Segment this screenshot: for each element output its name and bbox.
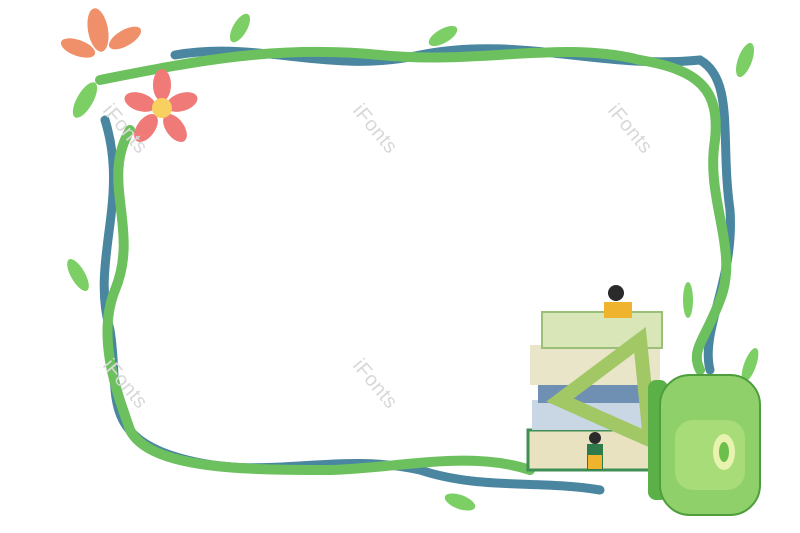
flower-orange	[60, 8, 142, 58]
leaves	[67, 13, 759, 511]
girl-reading	[587, 285, 632, 470]
backpack	[648, 374, 761, 516]
flower-pink	[124, 69, 198, 142]
book-stack	[526, 311, 663, 472]
vine-green	[95, 46, 732, 476]
